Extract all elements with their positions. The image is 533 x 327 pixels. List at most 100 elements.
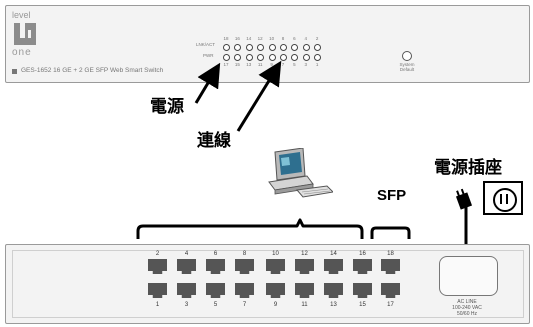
- led-indicator: [291, 54, 299, 61]
- logo-word-level: level: [12, 10, 31, 20]
- led-number: 18: [223, 36, 229, 41]
- led-number: 3: [304, 62, 308, 67]
- port-number: 3: [184, 302, 189, 308]
- led-number: 6: [293, 36, 296, 41]
- port-number: 12: [301, 251, 308, 257]
- led-indicator: [302, 54, 310, 61]
- rj45-port[interactable]: [353, 259, 372, 274]
- ac-label-line: AC LINE: [457, 299, 477, 305]
- socket-label: 電源插座: [434, 158, 502, 178]
- port-number: 14: [330, 251, 337, 257]
- power-label: 電源: [150, 97, 184, 117]
- led-indicator: [268, 54, 276, 61]
- port-number: 13: [330, 302, 337, 308]
- led-number: 17: [223, 62, 229, 67]
- led-indicator: [245, 54, 253, 61]
- led-number: 13: [246, 62, 252, 67]
- reset-label: System Default: [399, 62, 415, 72]
- port-number: 11: [301, 302, 308, 308]
- led-indicator: [223, 54, 230, 61]
- logo-block-icon: [14, 23, 36, 45]
- led-indicator: [223, 44, 230, 51]
- led-caption-top: LNK/ACT: [196, 42, 216, 47]
- rj45-port[interactable]: [295, 283, 314, 298]
- led-number: 5: [293, 62, 296, 67]
- computer-icon: [268, 148, 333, 198]
- led-indicator: [280, 44, 287, 51]
- led-indicator: [314, 44, 322, 51]
- port-number: 6: [213, 251, 218, 257]
- link-label: 連線: [197, 131, 231, 151]
- ac-label-line: 100-240 VAC: [452, 305, 482, 311]
- ac-label: AC LINE 100-240 VAC 50/60 Hz: [432, 299, 502, 317]
- port-number: 7: [242, 302, 247, 308]
- led-number: 7: [281, 62, 285, 67]
- rj45-port[interactable]: [324, 259, 343, 274]
- rj45-port[interactable]: [266, 283, 285, 298]
- led-number: 4: [304, 36, 308, 41]
- port-number: 16: [359, 251, 366, 257]
- wall-socket-icon: [483, 181, 523, 215]
- led-indicator: [234, 54, 242, 61]
- power-plug-icon: [455, 188, 473, 210]
- led-number: 15: [234, 62, 240, 67]
- port-number: 17: [387, 302, 394, 308]
- model-square-icon: [12, 69, 17, 74]
- ac-power-inlet: [439, 256, 498, 296]
- led-number: 14: [246, 36, 252, 41]
- rj45-port[interactable]: [235, 283, 254, 298]
- rj45-port[interactable]: [295, 259, 314, 274]
- led-number: 12: [257, 36, 263, 41]
- port-number: 10: [272, 251, 279, 257]
- rear-panel-inner: [12, 250, 524, 318]
- port-number: 15: [359, 302, 366, 308]
- sfp-brace: [370, 226, 411, 239]
- port-number: 9: [273, 302, 278, 308]
- levelone-logo: level one: [12, 10, 40, 62]
- sfp-port[interactable]: [381, 283, 400, 298]
- rj45-port[interactable]: [177, 259, 196, 274]
- rj45-port[interactable]: [206, 283, 225, 298]
- ac-label-line: 50/60 Hz: [456, 311, 477, 317]
- rj45-port[interactable]: [206, 259, 225, 274]
- led-caption-bottom: PWR: [203, 53, 214, 58]
- reset-button[interactable]: [402, 51, 412, 61]
- sfp-label: SFP: [377, 187, 407, 204]
- port-number: 1: [155, 302, 160, 308]
- rj45-port[interactable]: [235, 259, 254, 274]
- rj45-port[interactable]: [266, 259, 285, 274]
- led-indicator: [314, 54, 322, 61]
- led-indicator: [280, 54, 287, 61]
- port-number: 2: [155, 251, 160, 257]
- led-indicator: [234, 44, 242, 51]
- link-arrow: [236, 60, 282, 132]
- led-number: 16: [234, 36, 240, 41]
- power-arrow: [194, 62, 221, 104]
- logo-word-one: one: [12, 47, 32, 58]
- led-indicator: [257, 54, 265, 61]
- led-indicator: [268, 44, 276, 51]
- led-number: 2: [315, 36, 319, 41]
- port-number: 5: [213, 302, 218, 308]
- led-indicator: [245, 44, 253, 51]
- rj45-port[interactable]: [177, 283, 196, 298]
- rj45-port[interactable]: [148, 259, 167, 274]
- led-number: 1: [315, 62, 319, 67]
- led-number: 10: [269, 36, 275, 41]
- rj45-port[interactable]: [353, 283, 372, 298]
- led-indicator: [257, 44, 265, 51]
- led-number: 8: [281, 36, 285, 41]
- led-indicator: [291, 44, 299, 51]
- ports-brace: [136, 218, 364, 239]
- rj45-port[interactable]: [148, 283, 167, 298]
- port-number: 4: [184, 251, 189, 257]
- model-text: GES-1652 16 GE + 2 GE SFP Web Smart Swit…: [21, 67, 164, 74]
- port-number: 8: [242, 251, 247, 257]
- led-indicator: [302, 44, 310, 51]
- rj45-port[interactable]: [324, 283, 343, 298]
- sfp-port[interactable]: [381, 259, 400, 274]
